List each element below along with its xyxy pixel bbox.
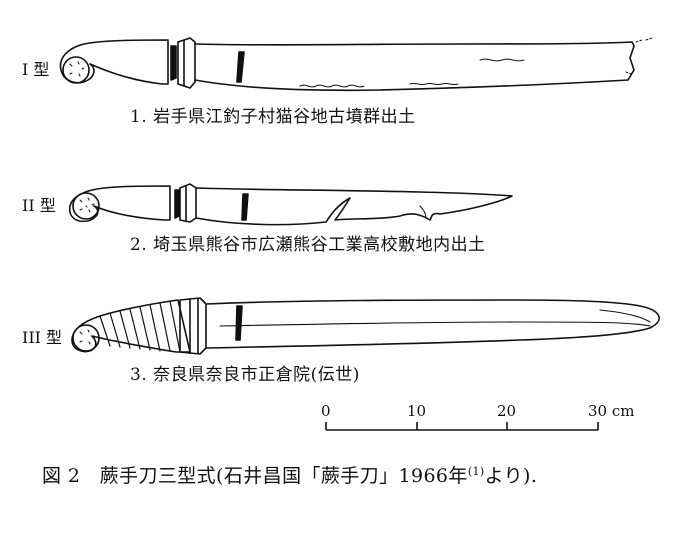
- figure-caption: 図 2 蕨手刀三型式(石井昌国「蕨手刀」1966年(1)より).: [42, 458, 662, 490]
- scale-tick-20: 20: [497, 402, 517, 420]
- sword-type-2-drawing: [68, 183, 513, 226]
- figure-label: 図 2: [42, 465, 81, 487]
- figure-caption-text-end: より).: [484, 465, 538, 487]
- sword-caption-2: 2. 埼玉県熊谷市広瀬熊谷工業高校敷地内出土: [130, 235, 486, 255]
- scale-tick-30: 30 cm: [588, 402, 635, 420]
- figure-caption-text: 蕨手刀三型式(石井昌国「蕨手刀」1966年: [99, 465, 468, 487]
- sword-type-1-drawing: [59, 37, 653, 92]
- type-label-1: I 型: [22, 60, 50, 79]
- scale-tick-10: 10: [407, 402, 427, 420]
- sword-caption-3: 3. 奈良県奈良市正倉院(伝世): [130, 365, 360, 385]
- sword-type-3-drawing: [71, 297, 660, 355]
- scale-bar: [325, 422, 599, 431]
- type-label-2: II 型: [22, 196, 56, 215]
- sword-caption-1: 1. 岩手県江釣子村猫谷地古墳群出土: [130, 107, 416, 127]
- scale-tick-0: 0: [321, 402, 331, 420]
- figure-reference: (1): [467, 465, 485, 478]
- type-label-3: III 型: [22, 328, 63, 347]
